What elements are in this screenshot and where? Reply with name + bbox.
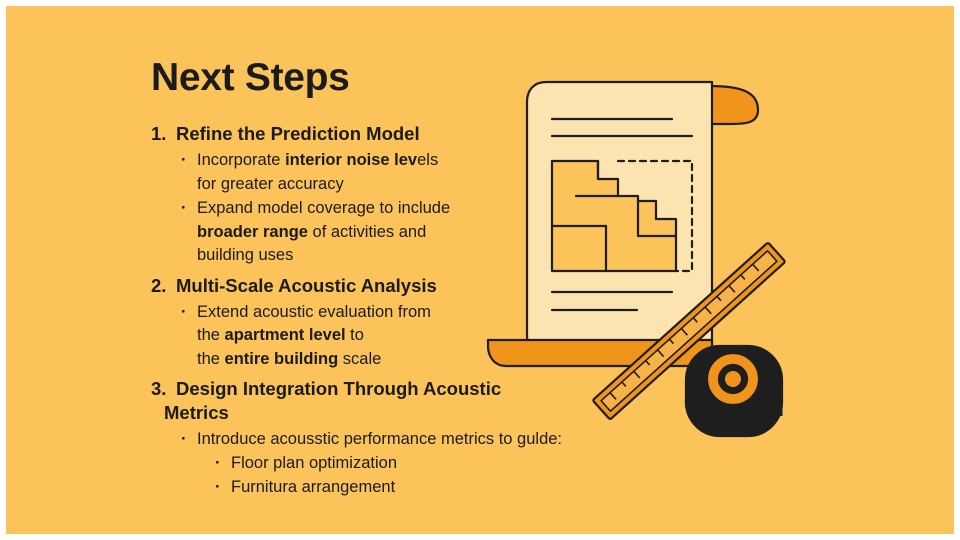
sub-bullet-item: Furnitura arrangement bbox=[214, 476, 581, 500]
sub-bullet-list: Floor plan optimization Furnitura arrang… bbox=[197, 452, 581, 500]
step-number: 2. bbox=[151, 274, 167, 296]
step-1: 1. Refine the Prediction Model Incorpora… bbox=[151, 122, 581, 268]
step-2: 2. Multi-Scale Acoustic Analysis Extend … bbox=[151, 274, 581, 372]
step-title: Multi-Scale Acoustic Analysis bbox=[176, 274, 437, 296]
slide-title: Next Steps bbox=[151, 56, 350, 99]
steps-list: 1. Refine the Prediction Model Incorpora… bbox=[151, 122, 581, 506]
slide: Next Steps 1. Refine the Prediction Mode… bbox=[6, 6, 954, 534]
step-number: 1. bbox=[151, 123, 167, 144]
step-title: Refine the Prediction Model bbox=[176, 123, 420, 144]
tape-measure-icon bbox=[684, 344, 784, 438]
bullet-item: Expand model coverage to includebroader … bbox=[180, 197, 581, 268]
step-number: 3. bbox=[151, 378, 167, 399]
bullet-item: Introduce acousstic performance metrics … bbox=[180, 428, 581, 500]
sub-bullet-item: Floor plan optimization bbox=[214, 452, 581, 476]
bullet-list: Introduce acousstic performance metrics … bbox=[151, 428, 581, 500]
ruler-icon bbox=[592, 242, 786, 420]
